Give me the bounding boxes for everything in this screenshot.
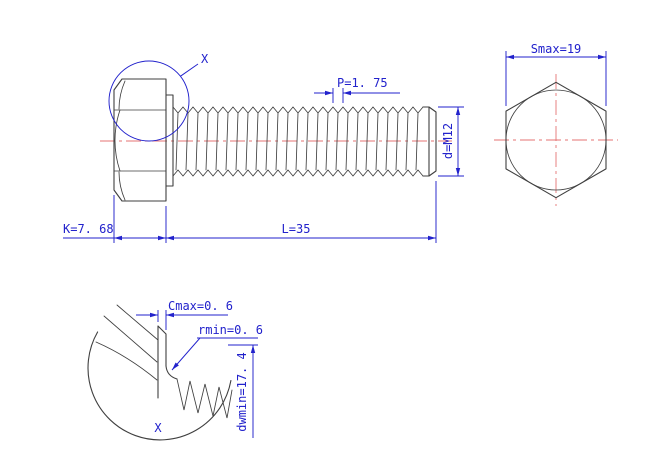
dim-washer-face-arrow xyxy=(250,345,256,353)
dim-fillet-radius: rmin=0. 6 xyxy=(171,323,263,371)
thread-profile xyxy=(172,106,424,177)
hex-head-outline xyxy=(113,78,167,202)
hex-head-facet-arcs xyxy=(114,80,126,201)
dim-diameter: d=M12 xyxy=(438,106,464,177)
dim-chamfer: Cmax=0. 6 xyxy=(136,299,233,330)
hex-head-facet-lines xyxy=(113,109,167,172)
dim-length-label: L=35 xyxy=(282,222,311,236)
shaft-tip-chamfer xyxy=(422,106,437,177)
callout-leader-line xyxy=(180,63,199,77)
dim-length: L=35 xyxy=(166,181,437,243)
dim-head-height: K=7. 68 xyxy=(63,195,167,243)
dim-length-lines xyxy=(166,181,437,243)
dim-pitch-label: P=1. 75 xyxy=(337,76,388,90)
detail-boundary-arc xyxy=(87,331,232,441)
detail-head-facets xyxy=(95,304,159,381)
detail-view: Cmax=0. 6 rmin=0. 6 dwmin=17. 4 X xyxy=(87,299,263,441)
dim-chamfer-arrows xyxy=(150,312,174,318)
dim-fillet-radius-label: rmin=0. 6 xyxy=(198,323,263,337)
callout-label: X xyxy=(201,52,209,66)
inscribed-circle xyxy=(505,89,607,191)
dim-across-flats-lines xyxy=(505,51,607,106)
end-view: Smax=19 xyxy=(494,42,618,206)
dim-fillet-radius-arrow xyxy=(172,362,179,370)
dim-head-height-label: K=7. 68 xyxy=(63,222,114,236)
detail-callout-circle xyxy=(108,60,190,142)
detail-fillet xyxy=(165,365,178,380)
dim-across-flats: Smax=19 xyxy=(505,42,607,106)
dim-chamfer-lines xyxy=(136,310,228,330)
washer-face xyxy=(165,94,174,187)
dim-pitch: P=1. 75 xyxy=(314,76,400,103)
detail-label: X xyxy=(154,421,162,435)
dim-diameter-label: d=M12 xyxy=(441,123,455,159)
dim-washer-face-label: dwmin=17. 4 xyxy=(235,352,249,431)
dim-pitch-arrows xyxy=(325,90,351,96)
dim-washer-face-diameter: dwmin=17. 4 xyxy=(228,344,258,438)
dim-pitch-lines xyxy=(314,88,400,103)
detail-thread-profile xyxy=(176,378,233,419)
dim-diameter-arrows xyxy=(455,107,461,176)
dim-chamfer-label: Cmax=0. 6 xyxy=(168,299,233,313)
detail-washer-face xyxy=(157,325,167,399)
hexagon-outline xyxy=(505,81,607,199)
main-view: X P=1. 75 d=M12 K=7. 68 L=35 xyxy=(63,52,464,243)
dim-diameter-lines xyxy=(438,106,464,177)
dim-across-flats-label: Smax=19 xyxy=(531,42,582,56)
